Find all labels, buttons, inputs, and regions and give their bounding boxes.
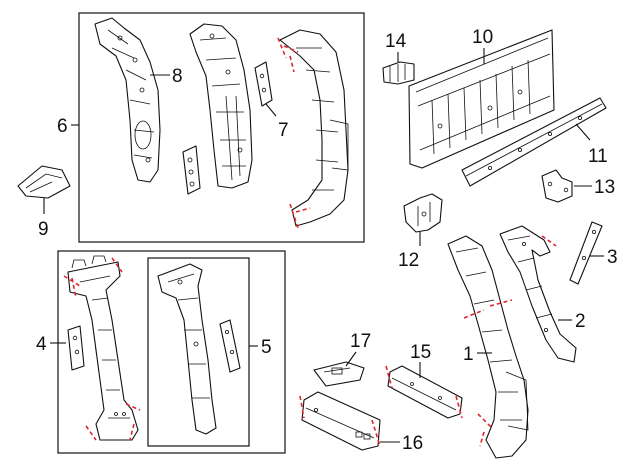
callout-11-group[interactable]: 11 [575,123,608,167]
callout-5-group[interactable]: 5 [249,337,272,358]
part-3-strip[interactable] [569,221,603,285]
callout-16[interactable]: 16 [402,433,423,454]
cut-line-part-16 [299,395,381,447]
part-11-rail[interactable] [461,97,607,187]
callout-1[interactable]: 1 [463,344,474,365]
callout-8-group[interactable]: 8 [150,66,183,87]
pillar-bracket-small [182,145,201,195]
cut-line-b-pillar-bottom [85,403,141,441]
part-9-cover[interactable] [17,165,71,199]
part-4-plate[interactable] [67,325,85,371]
group-box-4 [57,250,286,454]
part-5-plate[interactable] [219,319,241,373]
part-1-outer-pillar[interactable] [447,235,529,459]
part-14-clip[interactable] [382,61,415,85]
cut-line-part-1-mid [463,299,513,319]
part-15-rocker[interactable] [387,365,463,419]
callout-14-group[interactable]: 14 [385,31,407,62]
callout-10-group[interactable]: 10 [472,27,493,64]
callout-7-group[interactable]: 7 [265,103,289,141]
group-box-5 [147,257,250,447]
callout-12[interactable]: 12 [398,250,419,271]
callout-1-group[interactable]: 1 [463,344,492,365]
part-13-bracket[interactable] [541,169,573,203]
cut-line-part-1-bottom [477,413,493,447]
callout-9[interactable]: 9 [38,219,49,240]
callout-11[interactable]: 11 [588,146,608,167]
callout-13[interactable]: 13 [594,177,615,198]
callout-6[interactable]: 6 [57,116,68,137]
pillar-reinforcement-assembly [189,23,253,189]
callout-17-group[interactable]: 17 [345,331,371,367]
callout-5[interactable]: 5 [261,337,272,358]
callout-15-group[interactable]: 15 [410,342,431,378]
callout-17[interactable]: 17 [350,331,371,352]
callout-6-group[interactable]: 6 [57,116,79,137]
callout-8[interactable]: 8 [172,66,183,87]
callout-3[interactable]: 3 [607,247,618,268]
cut-line-outer-pillar-top [277,37,299,73]
callout-13-group[interactable]: 13 [574,177,615,198]
part-2-inner-pillar[interactable] [499,225,577,363]
callout-15[interactable]: 15 [410,342,431,363]
cut-line-part-15 [385,365,463,419]
group-box-6 [78,12,365,243]
part-7-plate[interactable] [254,61,273,107]
part-17-patch[interactable] [313,361,365,387]
callout-9-group[interactable]: 9 [38,198,49,240]
part-16-extension[interactable] [301,391,381,451]
callout-10[interactable]: 10 [472,27,493,48]
cut-line-part-2 [541,235,557,247]
cut-line-outer-pillar-bottom [289,203,311,229]
cut-line-b-pillar-top [63,257,123,299]
part-8-inner-pillar[interactable] [94,17,161,183]
callout-16-group[interactable]: 16 [380,433,423,454]
callout-2-group[interactable]: 2 [558,311,586,332]
callout-7[interactable]: 7 [278,120,289,141]
callout-3-group[interactable]: 3 [590,247,618,268]
callout-14[interactable]: 14 [385,31,407,52]
part-10-back-panel[interactable] [408,29,555,169]
outer-pillar-panel [279,29,349,227]
callout-4-group[interactable]: 4 [36,334,66,355]
callout-2[interactable]: 2 [575,311,586,332]
b-pillar-outer [67,255,139,441]
callout-4[interactable]: 4 [36,334,47,355]
part-12-bracket[interactable] [403,193,443,233]
b-pillar-reinforcement [157,263,217,435]
callout-12-group[interactable]: 12 [398,232,421,271]
